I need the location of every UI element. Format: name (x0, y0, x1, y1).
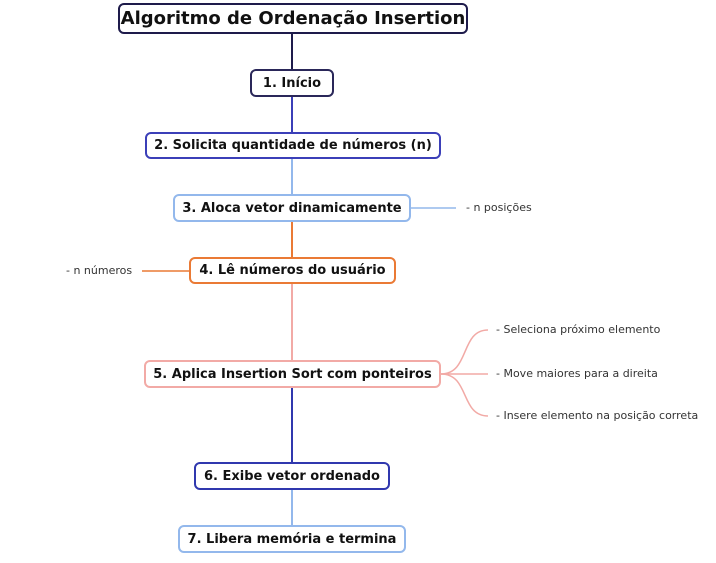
step-7-node[interactable]: 7. Libera memória e termina (178, 525, 406, 553)
step-1-node[interactable]: 1. Início (250, 69, 334, 97)
connector-step5-note-1 (440, 329, 489, 375)
step-6-node[interactable]: 6. Exibe vetor ordenado (194, 462, 390, 490)
step-5-note-2: - Move maiores para a direita (496, 367, 658, 380)
step-2-node[interactable]: 2. Solicita quantidade de números (n) (145, 132, 441, 159)
connector-step5-note-3 (440, 373, 489, 417)
step-3-note: - n posições (466, 201, 532, 214)
step-5-note-1: - Seleciona próximo elemento (496, 323, 661, 336)
step-5-note-3: - Insere elemento na posição correta (496, 409, 699, 422)
step-3-node[interactable]: 3. Aloca vetor dinamicamente (173, 194, 411, 222)
step-5-node[interactable]: 5. Aplica Insertion Sort com ponteiros (144, 360, 441, 388)
step-4-note: - n números (66, 264, 133, 277)
diagram-title[interactable]: Algoritmo de Ordenação Insertion (118, 3, 468, 34)
step-4-node[interactable]: 4. Lê números do usuário (189, 257, 396, 284)
